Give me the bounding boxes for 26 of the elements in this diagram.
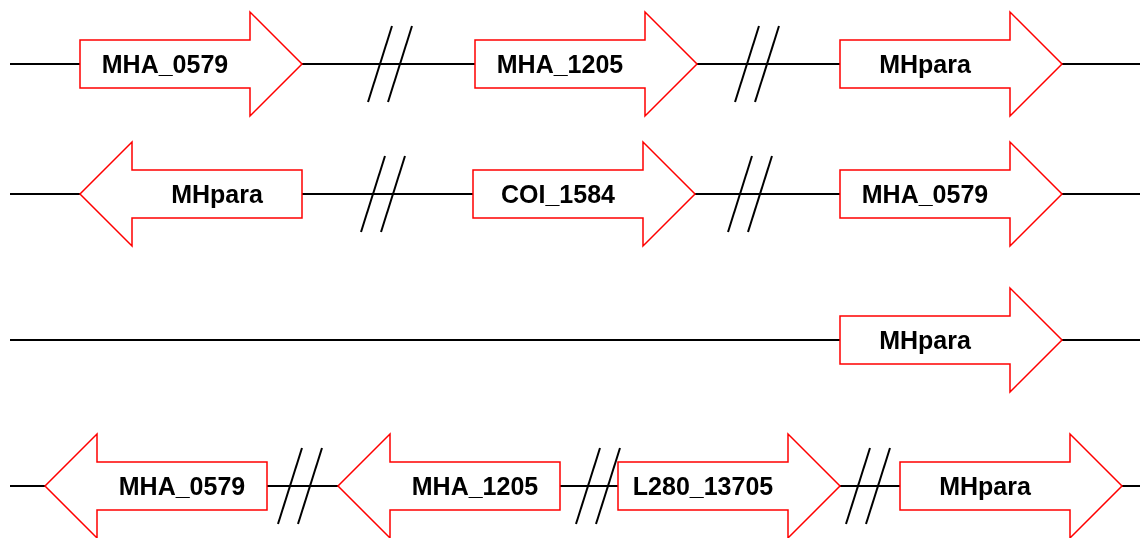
backbone-line xyxy=(559,485,619,487)
backbone-line xyxy=(9,339,841,341)
gene-label: MHpara xyxy=(878,325,972,355)
backbone-line xyxy=(1061,63,1141,65)
gene-label: MHA_0579 xyxy=(860,179,990,209)
backbone-line xyxy=(839,485,901,487)
gene-label: MHA_1205 xyxy=(495,49,625,79)
backbone-line xyxy=(694,193,841,195)
gene-label: MHpara xyxy=(878,49,972,79)
gene-label: MHpara xyxy=(938,471,1032,501)
backbone-line xyxy=(1121,485,1141,487)
backbone-line xyxy=(301,193,474,195)
backbone-line xyxy=(9,193,81,195)
backbone-line xyxy=(266,485,339,487)
backbone-line xyxy=(1061,339,1141,341)
backbone-line xyxy=(696,63,841,65)
gene-label: COI_1584 xyxy=(500,179,616,209)
gene-label: MHA_0579 xyxy=(117,471,247,501)
backbone-line xyxy=(1061,193,1141,195)
gene-label: MHpara xyxy=(170,179,264,209)
gene-label: MHA_0579 xyxy=(100,49,230,79)
gene-label: L280_13705 xyxy=(631,471,775,501)
backbone-line xyxy=(301,63,476,65)
backbone-line xyxy=(9,63,81,65)
backbone-line xyxy=(9,485,46,487)
gene-label: MHA_1205 xyxy=(410,471,540,501)
